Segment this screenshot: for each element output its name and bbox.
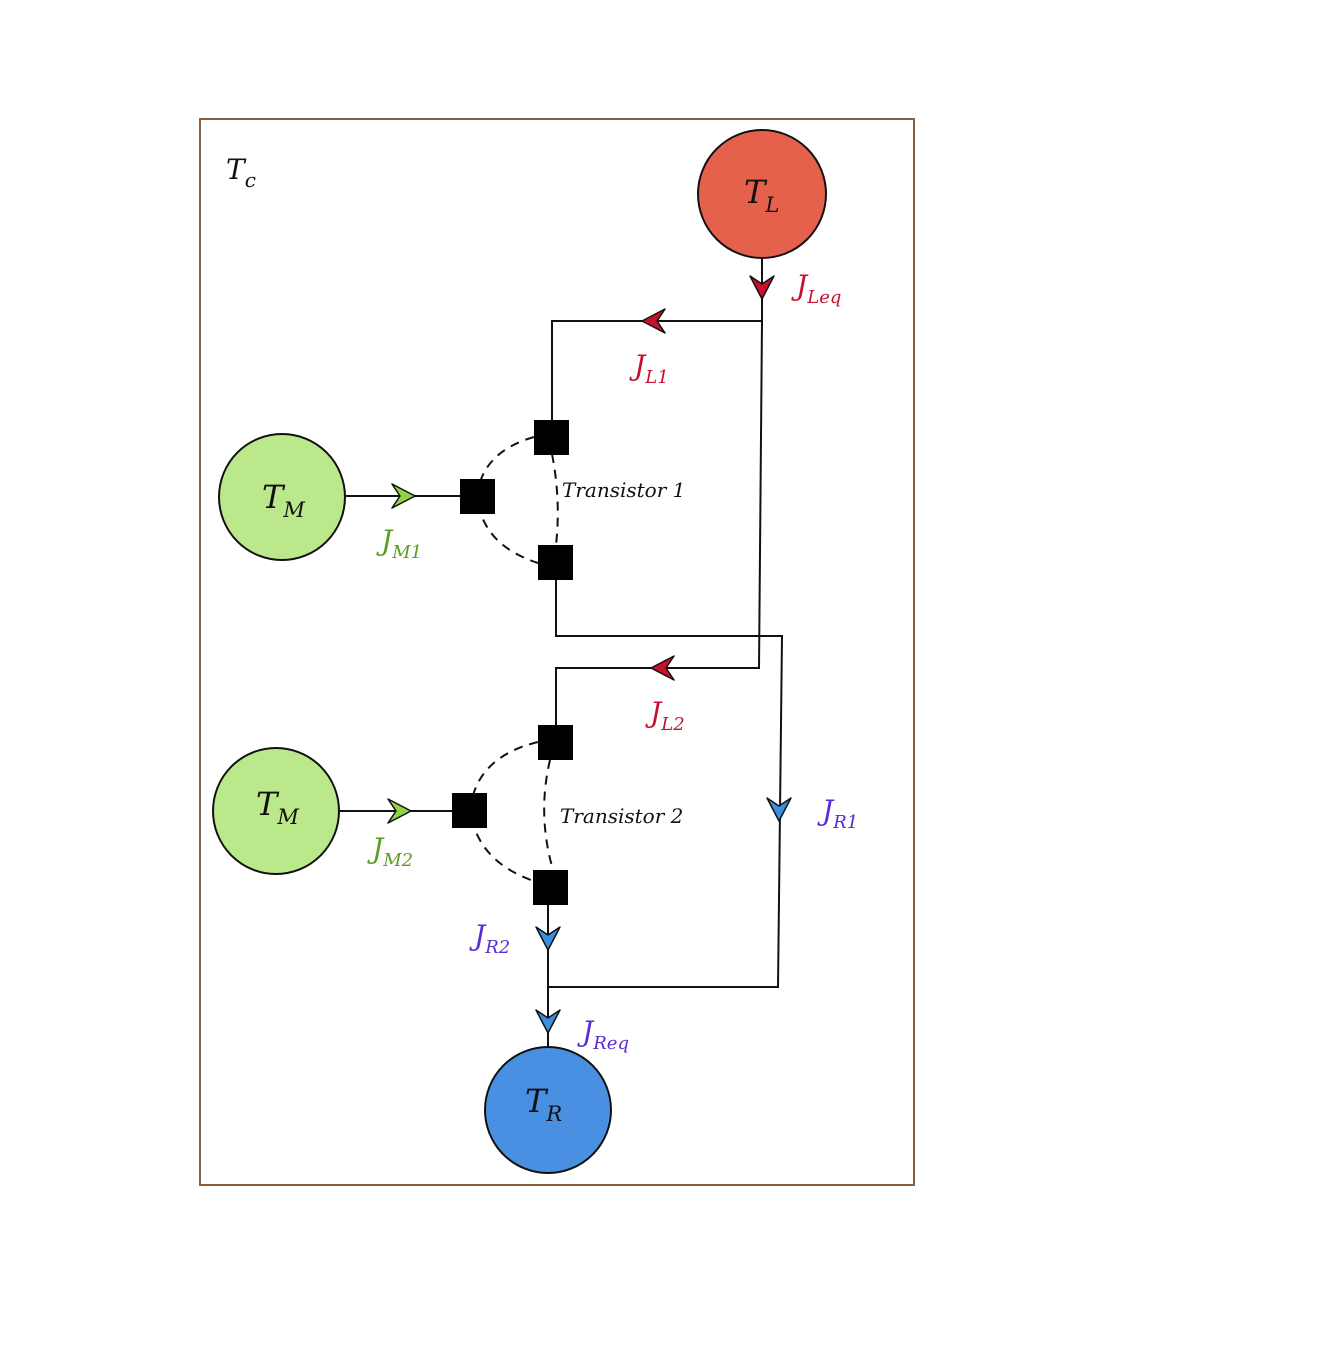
wire-transistor-1-to-right <box>548 580 784 988</box>
bath-middle-2: TM <box>212 747 340 875</box>
bath-right: TR <box>484 1046 612 1174</box>
frame-label: Tc <box>226 153 256 192</box>
label-j-m1: JM1 <box>376 524 422 563</box>
label-j-m2: JM2 <box>367 832 413 871</box>
svg-text:TL: TL <box>744 173 779 217</box>
label-j-leq: JLeq <box>791 269 841 308</box>
flux-arrows <box>387 275 792 1034</box>
transistor-1-terminal-base <box>460 479 495 514</box>
transistor-terminals <box>452 420 573 905</box>
label-j-l1: JL1 <box>629 349 669 388</box>
arrow-j-r1 <box>766 797 792 822</box>
wires <box>340 255 784 1052</box>
environment-frame <box>199 118 915 1186</box>
transistor-2-terminal-top <box>538 725 573 760</box>
label-j-req: JReq <box>577 1015 629 1054</box>
label-j-r2: JR2 <box>469 919 510 958</box>
transistor-2-terminal-base <box>452 793 487 828</box>
transistor-2-label: Transistor 2 <box>560 804 683 828</box>
label-j-l2: JL2 <box>645 696 685 735</box>
svg-text:TM: TM <box>256 785 299 829</box>
svg-text:TR: TR <box>525 1082 562 1126</box>
transistor-1-label: Transistor 1 <box>562 478 685 502</box>
transistor-2-arc-right <box>543 759 554 871</box>
label-j-r1: JR1 <box>817 794 858 833</box>
transistor-1-terminal-bottom <box>538 545 573 580</box>
bath-left: TL <box>697 129 827 259</box>
transistor-1-terminal-top <box>534 420 569 455</box>
transistor-2-terminal-bottom <box>533 870 568 905</box>
bath-middle-1: TM <box>218 433 346 561</box>
svg-text:TM: TM <box>262 478 305 522</box>
transistor-1-arc-right <box>551 453 559 546</box>
wire-left-bath-to-transistor-1 <box>551 255 763 420</box>
